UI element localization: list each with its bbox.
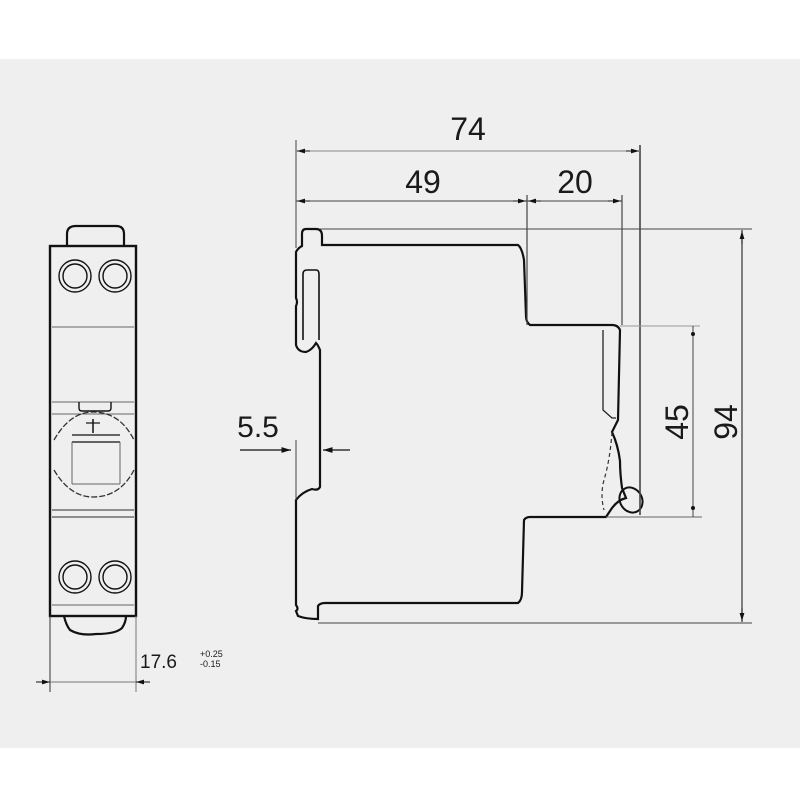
body-depth-dimension: 49 [405, 164, 441, 200]
terminal-screw-icon [58, 560, 132, 594]
side-view [240, 140, 752, 624]
front-protrusion-dimension: 20 [557, 164, 593, 200]
overall-depth-dimension: 74 [450, 111, 486, 147]
rail-offset-dimension: 5.5 [237, 411, 279, 444]
front-width-tolerance-lower: -0.15 [200, 659, 221, 669]
front-height-dimension: 45 [659, 404, 695, 440]
terminal-screw-icon [58, 259, 132, 293]
overall-height-dimension: 94 [708, 404, 744, 440]
front-width-tolerance-upper: +0.25 [200, 649, 223, 659]
front-view [36, 224, 150, 692]
drawing-background [0, 59, 800, 748]
front-width-dimension: 17.6 [140, 652, 177, 673]
